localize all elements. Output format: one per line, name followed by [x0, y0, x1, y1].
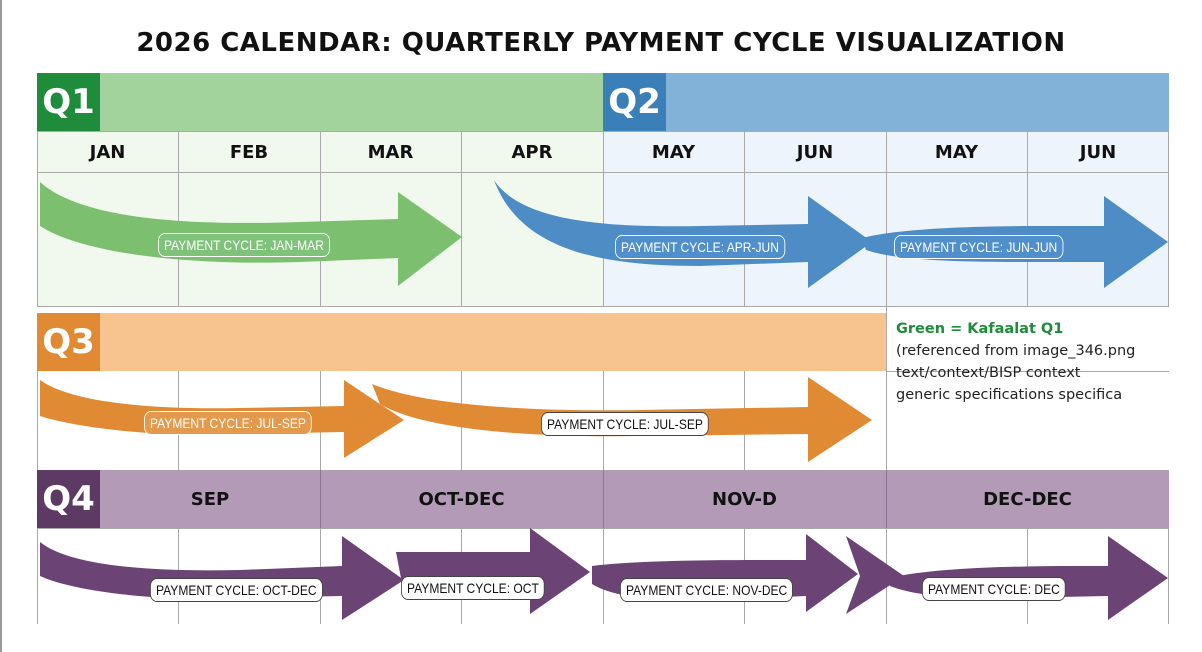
cycle-pill-q4a: PAYMENT CYCLE: OCT-DEC: [150, 578, 323, 602]
grid-line: [37, 131, 38, 307]
q2-arrow-a: [494, 180, 872, 288]
legend-title: Green = Kafaalat Q1: [896, 321, 1064, 337]
grid-line: [37, 371, 38, 470]
grid-line: [1027, 131, 1028, 307]
q4-label-nov-d: NOV-D: [712, 488, 777, 510]
grid-line: [461, 131, 462, 307]
grid-line: [886, 306, 887, 470]
cycle-pill-q4c: PAYMENT CYCLE: NOV-DEC: [620, 578, 794, 602]
grid-line: [886, 371, 1169, 372]
cycle-pill-q4d: PAYMENT CYCLE: DEC: [922, 577, 1066, 601]
legend-line: (referenced from image_346.png: [896, 343, 1136, 359]
grid-line: [603, 470, 604, 528]
grid-line: [886, 131, 887, 307]
grid-line: [178, 131, 179, 307]
cycle-pill-q1: PAYMENT CYCLE: JAN-MAR: [158, 233, 330, 257]
month-header-jan: JAN: [89, 141, 126, 163]
q4-label-sep: SEP: [190, 488, 230, 510]
q1-badge: Q1: [37, 73, 100, 131]
month-header-jun-2: JUN: [1079, 141, 1117, 163]
q4-badge: Q4: [37, 470, 100, 528]
grid-line: [744, 131, 745, 307]
grid-line: [37, 528, 38, 624]
grid-line: [603, 131, 604, 307]
cycle-pill-q4b: PAYMENT CYCLE: OCT: [401, 576, 545, 600]
q2-band: [603, 73, 1169, 131]
cycle-pill-q3a: PAYMENT CYCLE: JUL-SEP: [144, 411, 312, 435]
month-header-may-2: MAY: [934, 141, 979, 163]
month-header-mar: MAR: [367, 141, 414, 163]
cycle-pill-q3b: PAYMENT CYCLE: JUL-SEP: [541, 412, 709, 436]
q4-label-oct-dec: OCT-DEC: [418, 488, 505, 510]
month-header-feb: FEB: [229, 141, 269, 163]
cycle-pill-q2b: PAYMENT CYCLE: JUN-JUN: [894, 235, 1064, 259]
q4-label-dec-dec: DEC-DEC: [983, 488, 1072, 510]
q2-badge: Q2: [603, 73, 666, 131]
cycle-pill-q2a: PAYMENT CYCLE: APR-JUN: [615, 235, 785, 259]
grid-line: [1168, 131, 1169, 307]
q3-badge: Q3: [37, 313, 100, 371]
legend-note: Green = Kafaalat Q1 (referenced from ima…: [896, 318, 1196, 406]
q3-band: [37, 313, 886, 371]
grid-line: [1168, 528, 1169, 624]
q1-band: [37, 73, 603, 131]
legend-line: text/context/BISP context: [896, 365, 1081, 381]
grid-line: [320, 131, 321, 307]
grid-line: [886, 470, 887, 528]
grid-line: [320, 470, 321, 528]
q4-arrow-b: [396, 528, 590, 614]
month-header-apr: APR: [511, 141, 553, 163]
diagram-title: 2026 CALENDAR: QUARTERLY PAYMENT CYCLE V…: [136, 28, 1066, 58]
month-header-may: MAY: [651, 141, 696, 163]
legend-line: generic specifications specifica: [896, 387, 1123, 403]
month-header-jun: JUN: [796, 141, 834, 163]
q4-arrow-c-head: [846, 536, 904, 614]
